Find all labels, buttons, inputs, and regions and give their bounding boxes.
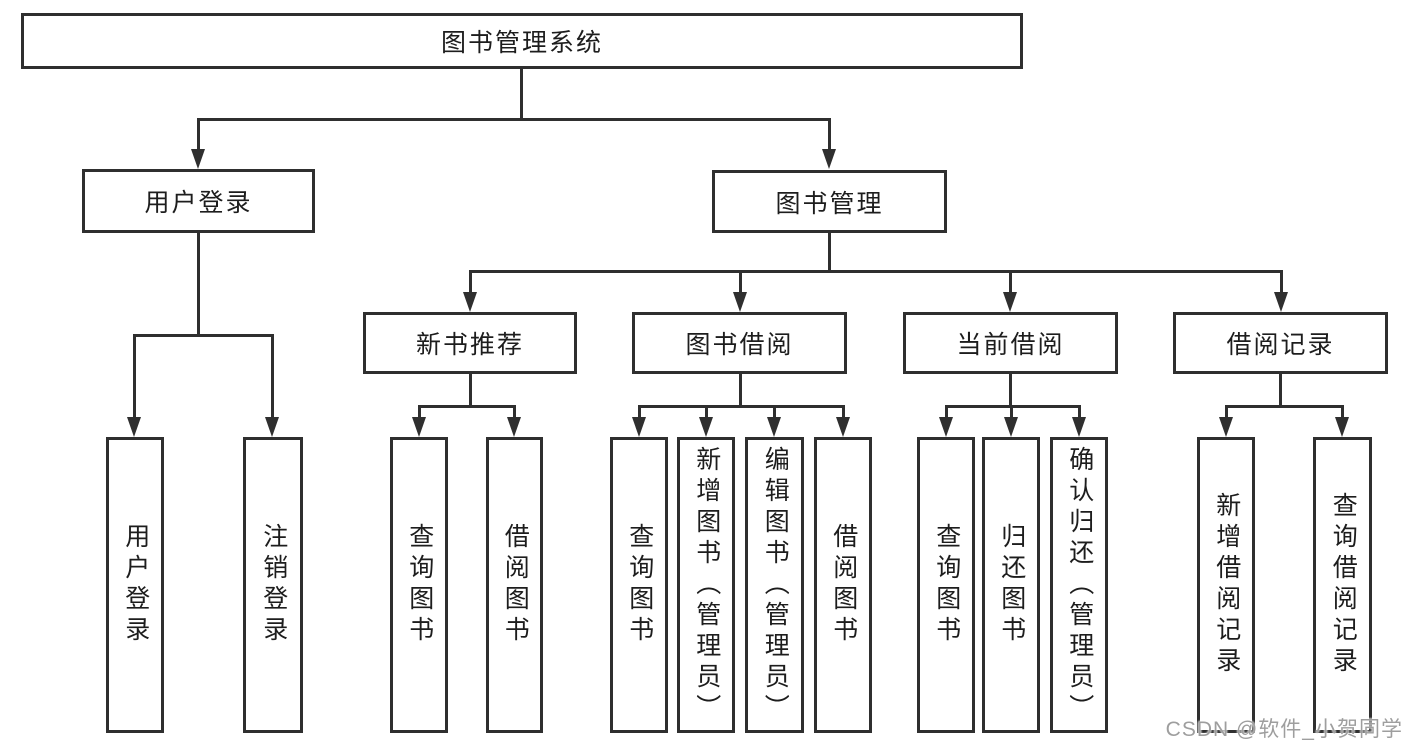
leaf-borrowing-add-books-admin-label: 新增图书（管理员） — [692, 445, 721, 725]
arrowhead-to-new-book-recommend — [463, 292, 477, 312]
node-book-borrowing: 图书借阅 — [632, 312, 847, 374]
leaf-records-add-record: 新增借阅记录 — [1197, 437, 1255, 733]
node-new-book-recommend-label: 新书推荐 — [415, 331, 524, 359]
connector-records-vline — [1279, 374, 1282, 408]
leaf-newbooks-query-books-label: 查询图书 — [405, 523, 434, 647]
leaf-borrowing-edit-books-admin: 编辑图书（管理员） — [745, 437, 804, 733]
arrowhead-to-borrowing-query — [632, 417, 646, 437]
leaf-logout-label: 注销登录 — [259, 523, 288, 647]
leaf-newbooks-borrow-books-label: 借阅图书 — [501, 523, 530, 647]
connector-userlogin-hline — [133, 334, 274, 337]
node-root-label: 图书管理系统 — [440, 29, 603, 57]
arrowhead-to-newbooks-query — [412, 417, 426, 437]
connector-current-stem-1 — [945, 405, 948, 419]
connector-current-stem-2 — [1010, 405, 1013, 419]
leaf-newbooks-query-books: 查询图书 — [390, 437, 448, 733]
leaf-current-query-books: 查询图书 — [917, 437, 975, 733]
node-user-login-label: 用户登录 — [144, 189, 253, 217]
connector-borrowing-stem-1 — [638, 405, 641, 419]
leaf-borrowing-add-books-admin: 新增图书（管理员） — [677, 437, 735, 733]
leaf-user-login: 用户登录 — [106, 437, 164, 733]
connector-root-vline — [520, 69, 523, 119]
connector-userlogin-stem-2 — [271, 334, 274, 419]
connector-borrowing-stem-3 — [773, 405, 776, 419]
leaf-records-query-record-label: 查询借阅记录 — [1329, 492, 1358, 678]
arrowhead-to-book-management — [822, 149, 836, 169]
leaf-logout: 注销登录 — [243, 437, 303, 733]
connector-root-stem-left — [197, 118, 200, 152]
connector-bookmgmt-stem-3 — [1009, 270, 1012, 295]
csdn-watermark: CSDN @软件_小贺同学 — [1165, 718, 1403, 741]
node-borrowing-records-label: 借阅记录 — [1226, 331, 1335, 359]
node-book-borrowing-label: 图书借阅 — [685, 331, 794, 359]
leaf-current-confirm-return-admin-label: 确认归还（管理员） — [1065, 445, 1094, 725]
connector-root-hline — [197, 118, 831, 121]
leaf-borrowing-query-books-label: 查询图书 — [625, 523, 654, 647]
leaf-newbooks-borrow-books: 借阅图书 — [486, 437, 543, 733]
connector-bookmgmt-stem-4 — [1280, 270, 1283, 295]
leaf-borrowing-query-books: 查询图书 — [610, 437, 668, 733]
arrowhead-to-records-add — [1219, 417, 1233, 437]
leaf-current-query-books-label: 查询图书 — [932, 523, 961, 647]
leaf-records-query-record: 查询借阅记录 — [1313, 437, 1372, 733]
arrowhead-to-leaf-logout — [265, 417, 279, 437]
arrowhead-to-newbooks-borrow — [507, 417, 521, 437]
leaf-current-confirm-return-admin: 确认归还（管理员） — [1050, 437, 1108, 733]
arrowhead-to-records-query — [1335, 417, 1349, 437]
node-current-borrowing-label: 当前借阅 — [956, 331, 1065, 359]
connector-userlogin-stem-1 — [133, 334, 136, 419]
leaf-borrowing-borrow-books-label: 借阅图书 — [829, 523, 858, 647]
node-root: 图书管理系统 — [21, 13, 1023, 69]
arrowhead-to-borrowing-records — [1274, 292, 1288, 312]
arrowhead-to-leaf-user-login — [127, 417, 141, 437]
arrowhead-to-book-borrowing — [733, 292, 747, 312]
arrowhead-to-current-query — [939, 417, 953, 437]
node-book-management-label: 图书管理 — [775, 189, 884, 218]
arrowhead-to-borrowing-add — [699, 417, 713, 437]
connector-bookmgmt-hline — [469, 270, 1282, 273]
connector-newbooks-stem-2 — [513, 405, 516, 419]
node-current-borrowing: 当前借阅 — [903, 312, 1118, 374]
arrowhead-to-borrowing-edit — [767, 417, 781, 437]
arrowhead-to-borrowing-borrow — [836, 417, 850, 437]
connector-newbooks-hline — [418, 405, 516, 408]
arrowhead-to-user-login — [191, 149, 205, 169]
node-book-management: 图书管理 — [712, 170, 947, 233]
node-new-book-recommend: 新书推荐 — [363, 312, 577, 374]
connector-borrowing-stem-4 — [842, 405, 845, 419]
arrowhead-to-current-return — [1004, 417, 1018, 437]
leaf-borrowing-edit-books-admin-label: 编辑图书（管理员） — [761, 445, 790, 725]
node-user-login: 用户登录 — [82, 169, 315, 233]
connector-borrowing-stem-2 — [705, 405, 708, 419]
connector-root-stem-right — [828, 118, 831, 152]
connector-userlogin-vline — [197, 233, 200, 337]
connector-bookmgmt-stem-2 — [739, 270, 742, 295]
leaf-current-return-books-label: 归还图书 — [997, 523, 1026, 647]
connector-bookmgmt-stem-1 — [469, 270, 472, 295]
leaf-records-add-record-label: 新增借阅记录 — [1212, 492, 1241, 678]
leaf-borrowing-borrow-books: 借阅图书 — [814, 437, 872, 733]
connector-borrowing-hline — [638, 405, 845, 408]
connector-borrowing-vline — [739, 374, 742, 408]
connector-records-hline — [1225, 405, 1344, 408]
node-borrowing-records: 借阅记录 — [1173, 312, 1388, 374]
leaf-current-return-books: 归还图书 — [982, 437, 1040, 733]
connector-current-hline — [945, 405, 1081, 408]
connector-newbooks-vline — [469, 374, 472, 408]
arrowhead-to-current-borrowing — [1003, 292, 1017, 312]
leaf-user-login-label: 用户登录 — [121, 523, 150, 647]
connector-records-stem-2 — [1341, 405, 1344, 419]
connector-records-stem-1 — [1225, 405, 1228, 419]
connector-current-vline — [1009, 374, 1012, 408]
connector-current-stem-3 — [1078, 405, 1081, 419]
connector-newbooks-stem-1 — [418, 405, 421, 419]
connector-bookmgmt-vline — [828, 233, 831, 273]
arrowhead-to-current-confirm — [1072, 417, 1086, 437]
